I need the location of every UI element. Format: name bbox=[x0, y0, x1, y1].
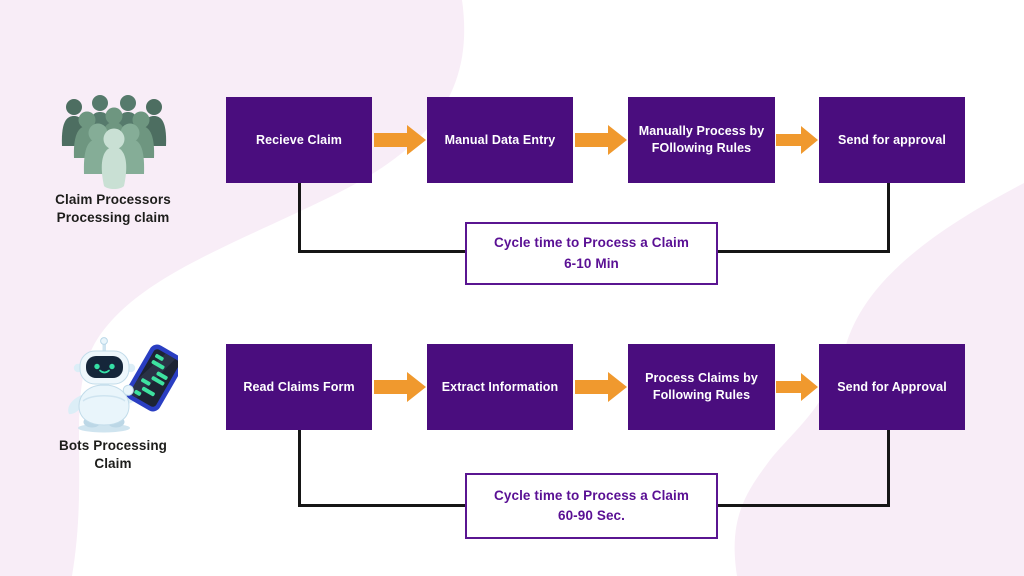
step-manual-data-entry: Manual Data Entry bbox=[427, 97, 573, 183]
manual-actor-label: Claim Processors Processing claim bbox=[55, 192, 171, 226]
step-manually-process-rules: Manually Process by FOllowing Rules bbox=[628, 97, 775, 183]
people-group-icon bbox=[61, 95, 167, 189]
flow-arrow-icon bbox=[776, 373, 818, 401]
connector-line bbox=[887, 183, 890, 252]
connector-line bbox=[718, 250, 890, 253]
bots-cycle-time-box: Cycle time to Process a Claim 60-90 Sec. bbox=[465, 473, 718, 539]
connector-line bbox=[298, 430, 301, 507]
bots-actor-label: Bots Processing Claim bbox=[58, 438, 168, 472]
robot-icon bbox=[68, 337, 178, 433]
step-read-claims-form: Read Claims Form bbox=[226, 344, 372, 430]
connector-line bbox=[718, 504, 890, 507]
flow-arrow-icon bbox=[575, 125, 627, 155]
step-send-for-approval-manual: Send for approval bbox=[819, 97, 965, 183]
connector-line bbox=[298, 250, 465, 253]
manual-cycle-time-box: Cycle time to Process a Claim 6-10 Min bbox=[465, 222, 718, 285]
flow-arrow-icon bbox=[374, 372, 426, 402]
connector-line bbox=[298, 183, 301, 252]
flow-arrow-icon bbox=[575, 372, 627, 402]
step-send-for-approval-bots: Send for Approval bbox=[819, 344, 965, 430]
step-process-claims-rules: Process Claims by Following Rules bbox=[628, 344, 775, 430]
step-extract-information: Extract Information bbox=[427, 344, 573, 430]
connector-line bbox=[887, 429, 890, 507]
flow-arrow-icon bbox=[374, 125, 426, 155]
flow-arrow-icon bbox=[776, 126, 818, 154]
connector-line bbox=[298, 504, 465, 507]
step-receive-claim: Recieve Claim bbox=[226, 97, 372, 183]
